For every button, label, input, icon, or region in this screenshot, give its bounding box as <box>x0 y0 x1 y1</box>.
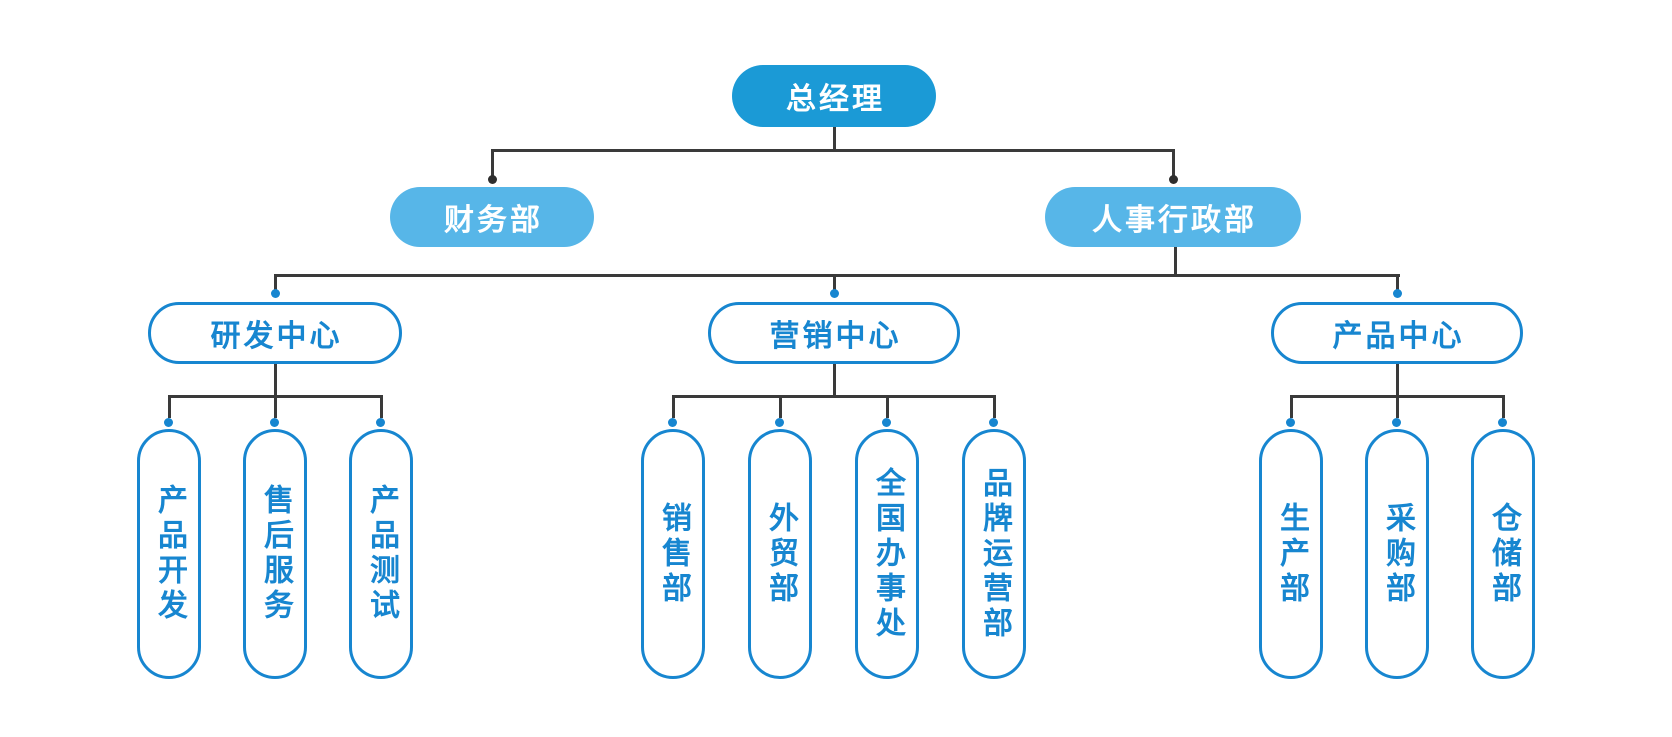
connector-dot-product-center <box>1393 289 1402 298</box>
connector-dot-rd-center <box>271 289 280 298</box>
node-rd-center: 研发中心 <box>148 302 402 364</box>
connector-dot-product-dev <box>164 418 173 427</box>
connector-rd-child3-drop <box>380 395 383 418</box>
connector-rd-child2-drop <box>274 395 277 418</box>
connector-mk-child4-drop <box>993 395 996 418</box>
connector-level2-rail <box>274 274 1400 277</box>
connector-dot-production <box>1286 418 1295 427</box>
node-warehouse-dept: 仓储部 <box>1471 429 1535 679</box>
node-product-testing: 产品测试 <box>349 429 413 679</box>
connector-dot-after-sales <box>270 418 279 427</box>
node-product-testing-label: 产品测试 <box>365 484 398 624</box>
connector-pc-child2-drop <box>1396 395 1399 418</box>
connector-dot-marketing-center <box>830 289 839 298</box>
connector-dot-brand-operations <box>989 418 998 427</box>
connector-productcenter-stem <box>1396 363 1399 397</box>
node-brand-operations-dept-label: 品牌运营部 <box>978 466 1011 642</box>
connector-hr-stem <box>1174 246 1177 276</box>
node-finance-dept: 财务部 <box>390 187 594 247</box>
connector-dot-foreign-trade <box>775 418 784 427</box>
connector-rd-stem <box>274 363 277 397</box>
node-product-center: 产品中心 <box>1271 302 1523 364</box>
connector-finance-drop <box>491 149 494 177</box>
node-after-sales-service: 售后服务 <box>243 429 307 679</box>
connector-dot-product-testing <box>376 418 385 427</box>
node-production-dept: 生产部 <box>1259 429 1323 679</box>
connector-mk-child1-drop <box>672 395 675 418</box>
node-purchasing-dept: 采购部 <box>1365 429 1429 679</box>
connector-marketing-stem <box>833 363 836 397</box>
connector-rd-child1-drop <box>168 395 171 418</box>
connector-mk-child3-drop <box>886 395 889 418</box>
connector-rd-drop <box>274 274 277 291</box>
node-production-dept-label: 生产部 <box>1275 501 1308 607</box>
node-general-manager: 总经理 <box>732 65 936 127</box>
connector-dot-hr <box>1169 175 1178 184</box>
connector-dot-national-offices <box>882 418 891 427</box>
node-after-sales-service-label: 售后服务 <box>259 484 292 624</box>
connector-marketing-rail <box>672 395 996 398</box>
connector-productcenter-drop <box>1396 274 1399 291</box>
node-marketing-center: 营销中心 <box>708 302 960 364</box>
connector-hr-drop <box>1172 149 1175 177</box>
node-brand-operations-dept: 品牌运营部 <box>962 429 1026 679</box>
connector-marketing-drop <box>833 274 836 291</box>
connector-dot-sales <box>668 418 677 427</box>
node-sales-dept: 销售部 <box>641 429 705 679</box>
node-foreign-trade-dept-label: 外贸部 <box>764 501 797 607</box>
connector-root-stem <box>833 127 836 151</box>
connector-dot-purchasing <box>1392 418 1401 427</box>
connector-level1-rail <box>491 149 1175 152</box>
node-product-dev-label: 产品开发 <box>153 484 186 624</box>
node-sales-dept-label: 销售部 <box>657 501 690 607</box>
connector-dot-finance <box>488 175 497 184</box>
node-hr-admin-dept: 人事行政部 <box>1045 187 1301 247</box>
node-foreign-trade-dept: 外贸部 <box>748 429 812 679</box>
connector-pc-child3-drop <box>1502 395 1505 418</box>
connector-dot-warehouse <box>1498 418 1507 427</box>
connector-mk-child2-drop <box>779 395 782 418</box>
node-warehouse-dept-label: 仓储部 <box>1487 501 1520 607</box>
connector-pc-child1-drop <box>1290 395 1293 418</box>
node-purchasing-dept-label: 采购部 <box>1381 501 1414 607</box>
node-national-offices: 全国办事处 <box>855 429 919 679</box>
node-product-dev: 产品开发 <box>137 429 201 679</box>
node-national-offices-label: 全国办事处 <box>871 466 904 642</box>
